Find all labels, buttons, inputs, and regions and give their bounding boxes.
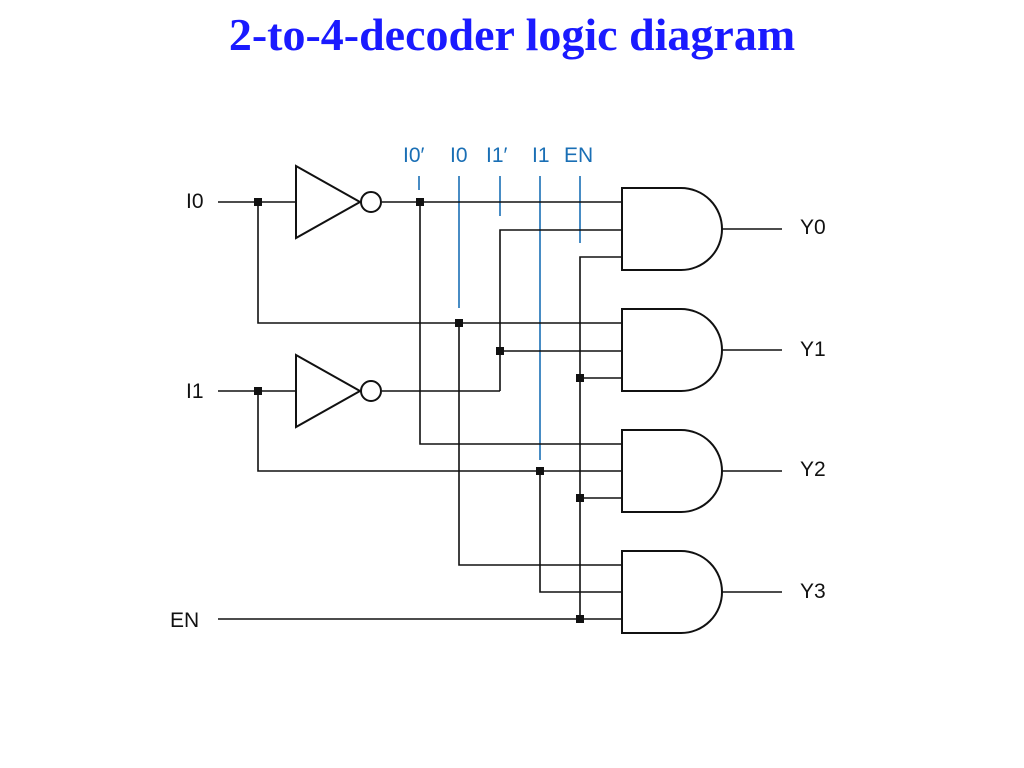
bus-label-i1-not: I1′: [486, 144, 508, 167]
bus-label-en: EN: [564, 144, 593, 167]
input-label-en: EN: [170, 609, 199, 632]
and-gate-y1: [621, 308, 723, 392]
and-gate-y0: [621, 187, 723, 271]
input-label-i0: I0: [186, 190, 204, 213]
bus-label-i0-not: I0′: [403, 144, 425, 167]
and-gate-y3: [621, 550, 723, 634]
inverter-i1: [295, 353, 382, 429]
output-label-y2: Y2: [800, 458, 826, 481]
junction-dots: [254, 198, 584, 623]
output-label-y1: Y1: [800, 338, 826, 361]
bus-label-i1: I1: [532, 144, 550, 167]
wires: [218, 201, 782, 620]
inverter-i0: [295, 164, 382, 240]
bus-ticks: [418, 176, 581, 460]
bus-label-i0: I0: [450, 144, 468, 167]
and-gate-y2: [621, 429, 723, 513]
input-label-i1: I1: [186, 380, 204, 403]
output-label-y0: Y0: [800, 216, 826, 239]
page-title: 2-to-4-decoder logic diagram: [228, 9, 796, 60]
output-label-y3: Y3: [800, 580, 826, 603]
